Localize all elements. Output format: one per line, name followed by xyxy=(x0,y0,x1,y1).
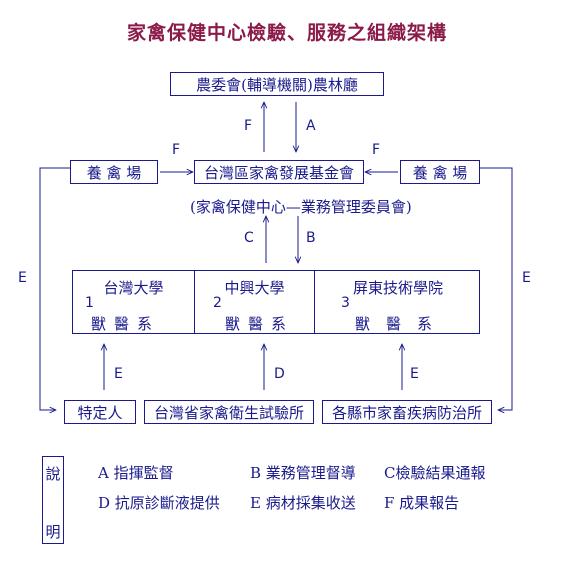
coa-label: 農委會(輔導機關)農林廳 xyxy=(196,75,358,94)
label-f-right: F xyxy=(372,142,381,158)
univ2-name: 中興大學 xyxy=(224,279,285,297)
person-node: 特定人 xyxy=(64,400,136,424)
label-e-left: E xyxy=(18,270,27,286)
prov-lab-label: 台灣省家禽衛生試驗所 xyxy=(153,403,304,422)
label-f-up: F xyxy=(244,118,253,134)
univ3-cell: 屏東技術學院 3 獸醫系 xyxy=(315,271,481,333)
county-label: 各縣市家畜疾病防治所 xyxy=(331,403,482,422)
label-a-down: A xyxy=(306,118,316,134)
legend-char-1: 說 xyxy=(45,465,61,483)
legend-d: D 抗原診斷液提供 xyxy=(98,494,220,512)
foundation-label: 台灣區家禽發展基金會 xyxy=(203,163,354,182)
univ2-cell: 中興大學 2 獸醫系 xyxy=(195,271,315,333)
universities-node: 台灣大學 1 獸醫系 中興大學 2 獸醫系 屏東技術學院 3 獸醫系 xyxy=(72,270,480,334)
univ1-name: 台灣大學 xyxy=(103,279,164,297)
farm-right-label: 養 禽 場 xyxy=(412,163,468,182)
foundation-node: 台灣區家禽發展基金會 xyxy=(194,160,364,184)
chart-title: 家禽保健中心檢驗、服務之組織架構 xyxy=(126,22,447,44)
legend-b: B 業務管理督導 xyxy=(250,464,356,482)
label-f-left: F xyxy=(172,142,181,158)
univ1-dept: 獸醫系 xyxy=(91,315,161,333)
univ2-num: 2 xyxy=(213,295,222,311)
label-d-univ2: D xyxy=(274,366,285,382)
label-e-univ1: E xyxy=(114,366,123,382)
arrow-e-right-path xyxy=(480,167,513,410)
univ3-dept: 獸醫系 xyxy=(355,315,449,333)
county-node: 各縣市家畜疾病防治所 xyxy=(322,400,492,424)
arrow-e-left-path xyxy=(39,167,70,410)
univ1-num: 1 xyxy=(85,295,94,311)
person-label: 特定人 xyxy=(77,403,123,422)
legend-c: C檢驗結果通報 xyxy=(384,464,486,482)
label-c-up: C xyxy=(244,230,254,246)
legend-f: F 成果報告 xyxy=(384,494,460,512)
legend-char-2: 明 xyxy=(45,523,61,541)
farm-right-node: 養 禽 場 xyxy=(400,160,480,184)
coa-node: 農委會(輔導機關)農林廳 xyxy=(170,72,384,96)
univ3-name: 屏東技術學院 xyxy=(352,279,443,297)
label-e-right: E xyxy=(522,270,531,286)
farm-left-node: 養 禽 場 xyxy=(70,160,158,184)
univ3-num: 3 xyxy=(341,295,350,311)
univ1-cell: 台灣大學 1 獸醫系 xyxy=(73,271,195,333)
farm-left-label: 養 禽 場 xyxy=(86,163,142,182)
univ2-dept: 獸醫系 xyxy=(225,315,295,333)
legend-a: A 指揮監督 xyxy=(98,464,174,482)
legend-e: E 病材採集收送 xyxy=(250,494,356,512)
prov-lab-node: 台灣省家禽衛生試驗所 xyxy=(144,400,314,424)
committee-label: (家禽保健中心—業務管理委員會) xyxy=(190,198,412,216)
label-b-down: B xyxy=(306,230,316,246)
legend-box: 說 明 xyxy=(42,456,64,544)
label-e-univ3: E xyxy=(410,366,419,382)
